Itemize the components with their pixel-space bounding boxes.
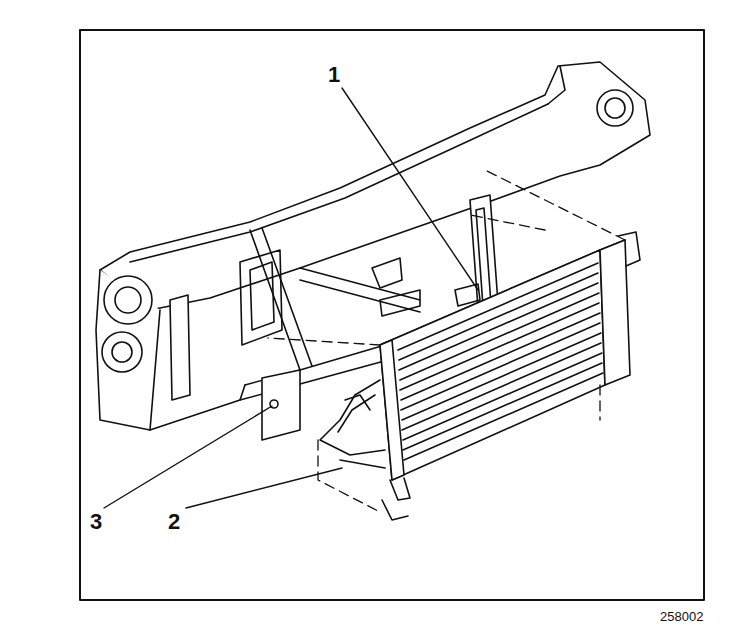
callout-number: 2 (168, 511, 180, 533)
callout-number: 1 (328, 64, 340, 86)
callout-number: 3 (90, 511, 102, 533)
figure-number: 258002 (660, 610, 703, 623)
